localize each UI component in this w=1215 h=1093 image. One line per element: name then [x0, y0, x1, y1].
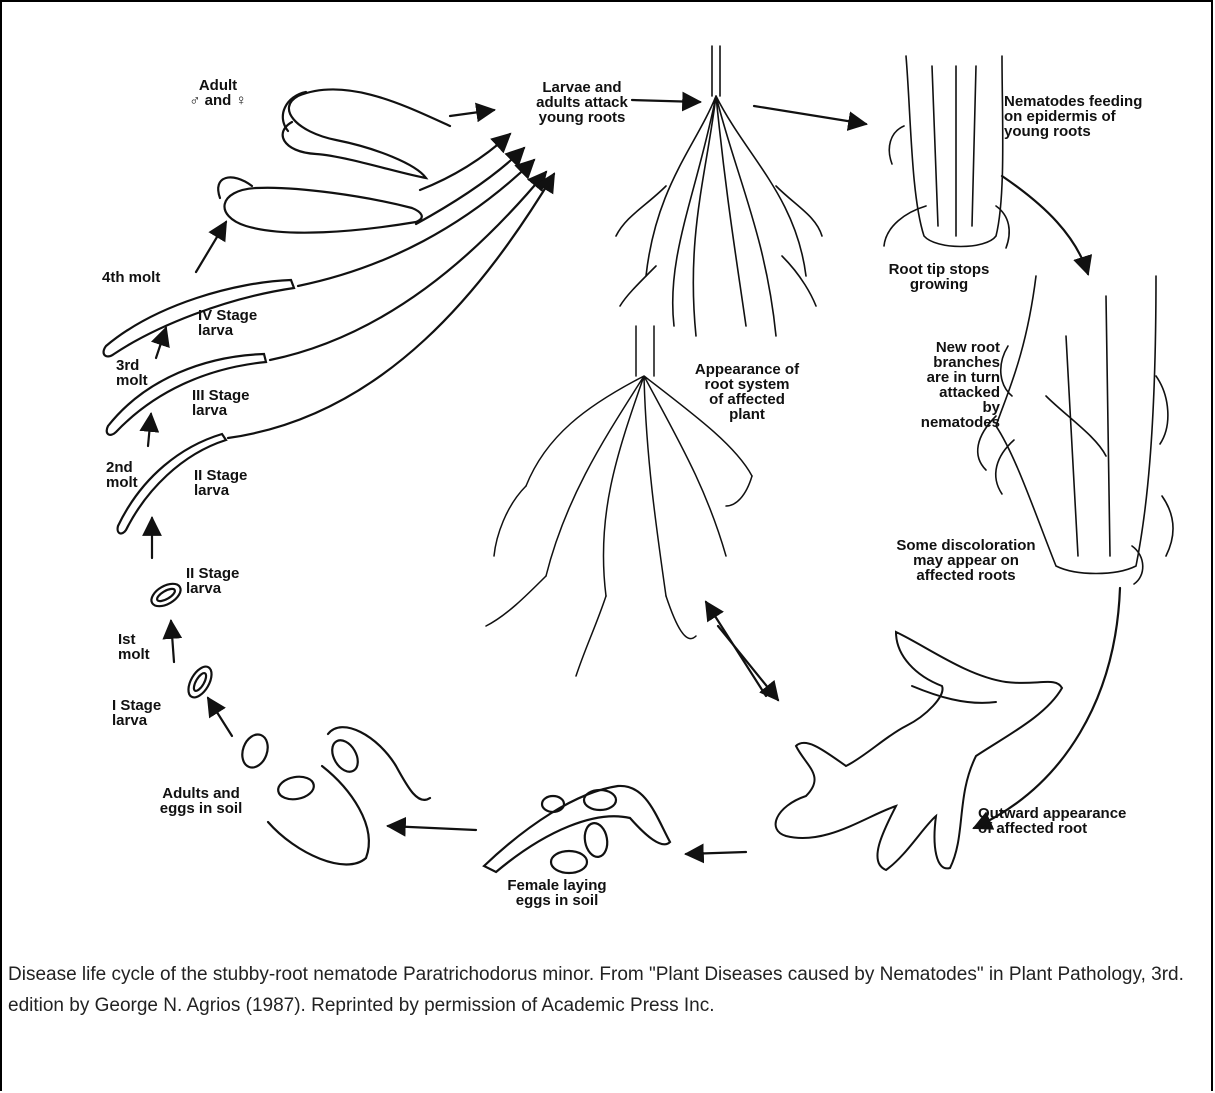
label-adults-eggs-soil: Adults and eggs in soil — [146, 786, 256, 816]
label-stage-four-larva: IV Stage larva — [198, 308, 288, 338]
label-second-molt: 2nd molt — [106, 460, 166, 490]
label-stage-two-larva-a: II Stage larva — [194, 468, 284, 498]
label-discoloration: Some discoloration may appear on affecte… — [876, 538, 1056, 583]
life-cycle-diagram: Adult ♂ and ♀ Larvae and adults attack y… — [6, 36, 1210, 936]
young-roots-drawing — [616, 46, 822, 336]
attack-arrows — [228, 100, 1120, 854]
label-stage-three-larva: III Stage larva — [192, 388, 282, 418]
adult-worm-drawing — [218, 89, 450, 232]
label-female-laying: Female laying eggs in soil — [492, 878, 622, 908]
label-root-tip: Root tip stops growing — [874, 262, 1004, 292]
label-stage-one-larva: I Stage larva — [112, 698, 192, 728]
label-appearance-root-system: Appearance of root system of affected pl… — [676, 362, 818, 422]
label-outward-appearance: Outward appearance of affected root — [978, 806, 1178, 836]
label-stage-two-larva-b: II Stage larva — [186, 566, 276, 596]
label-new-root-branches: New root branches are in turn attacked b… — [870, 340, 1000, 430]
label-adult: Adult ♂ and ♀ — [182, 78, 254, 108]
label-fourth-molt: 4th molt — [102, 270, 192, 285]
label-third-molt: 3rd molt — [116, 358, 176, 388]
label-nematodes-feeding: Nematodes feeding on epidermis of young … — [1004, 94, 1184, 139]
root-tip-drawing — [884, 56, 1009, 248]
figure-caption: Disease life cycle of the stubby-root ne… — [8, 959, 1203, 1021]
label-first-molt: Ist molt — [118, 632, 168, 662]
adults-eggs-soil-drawing — [238, 727, 430, 864]
female-laying-drawing — [484, 786, 670, 873]
label-larvae-attack: Larvae and adults attack young roots — [522, 80, 642, 125]
